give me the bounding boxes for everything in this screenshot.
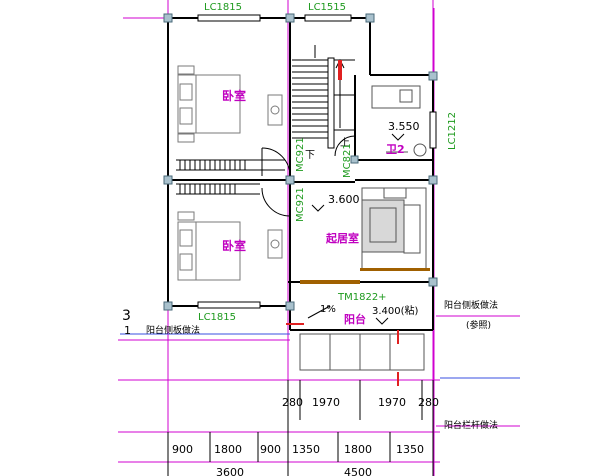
red-markers xyxy=(286,323,399,386)
elevation-bath-marker xyxy=(391,133,405,141)
window-label-bottom-left: LC1815 xyxy=(198,312,236,323)
slope-arrow xyxy=(307,305,331,319)
dim-row3-1: 4500 xyxy=(344,466,372,476)
dimension-row-1: 280 1970 1970 280 xyxy=(282,396,439,409)
dimension-row-3: 3600 4500 xyxy=(216,466,372,476)
elevation-bath: 3.550 xyxy=(388,120,420,133)
door-label-3: MC921 xyxy=(295,187,306,222)
room-label-bedroom-top: 卧室 xyxy=(222,88,246,103)
stair-down-label: 下 xyxy=(305,150,315,161)
bed-bottom xyxy=(177,211,241,281)
dim-row1-2: 1970 xyxy=(378,396,406,409)
elevation-living: 3.600 xyxy=(328,193,360,206)
room-label-bath: 卫2 xyxy=(386,143,405,156)
axis-number-sub: 1 xyxy=(124,324,131,337)
note-balcony-side-right-sub: (参照) xyxy=(466,319,491,331)
door-label-2: MC821 xyxy=(342,143,353,178)
slope-note: 1% xyxy=(320,304,336,315)
room-label-bedroom-bottom: 卧室 xyxy=(222,238,246,253)
wardrobe-top xyxy=(176,159,285,171)
stair xyxy=(292,45,355,149)
balcony-steps xyxy=(299,333,425,371)
dimension-row-2: 900 1800 900 1350 1800 1350 xyxy=(172,443,424,456)
note-balcony-side-right: 阳台侧板做法 xyxy=(444,299,498,311)
dim-row2-0: 900 xyxy=(172,443,193,456)
window-label-top-right: LC1515 xyxy=(308,2,346,13)
axis-number: 3 xyxy=(122,308,131,324)
dimension-ticks xyxy=(167,380,434,476)
dim-row1-3: 280 xyxy=(418,396,439,409)
door-label-1: MC921 xyxy=(295,137,306,172)
dim-row2-1: 1800 xyxy=(214,443,242,456)
dim-row2-5: 1350 xyxy=(396,443,424,456)
balcony-door xyxy=(300,280,360,284)
dim-row1-1: 1970 xyxy=(312,396,340,409)
dim-row1-0: 280 xyxy=(282,396,303,409)
wardrobe-bottom xyxy=(176,183,260,195)
bedside-tables xyxy=(267,94,283,259)
stair-up-label: 上 xyxy=(340,137,350,149)
living-furniture xyxy=(361,187,427,271)
window-marks xyxy=(197,14,437,309)
elevation-balcony-marker xyxy=(375,317,389,325)
note-balcony-side-left: 阳台侧板做法 xyxy=(146,324,200,336)
dim-row2-2: 900 xyxy=(260,443,281,456)
dim-row2-3: 1350 xyxy=(292,443,320,456)
room-label-balcony: 阳台 xyxy=(344,312,366,326)
elevation-living-marker xyxy=(311,204,325,212)
window-label-right: LC1212 xyxy=(447,112,458,150)
dim-row2-4: 1800 xyxy=(344,443,372,456)
dim-row3-0: 3600 xyxy=(216,466,244,476)
blue-lines xyxy=(120,333,520,379)
stair-marker xyxy=(338,60,342,80)
living-tv-unit xyxy=(360,268,430,271)
door-label-balcony: TM1822+ xyxy=(337,292,387,303)
note-railing: 阳台栏杆做法 xyxy=(444,419,498,431)
window-label-top-left: LC1815 xyxy=(204,2,242,13)
bed-top xyxy=(177,65,241,143)
bath-fixtures xyxy=(371,85,427,157)
room-label-living: 起居室 xyxy=(325,231,359,245)
door-swings xyxy=(261,135,356,217)
elevation-balcony: 3.400(粘) xyxy=(372,304,419,317)
